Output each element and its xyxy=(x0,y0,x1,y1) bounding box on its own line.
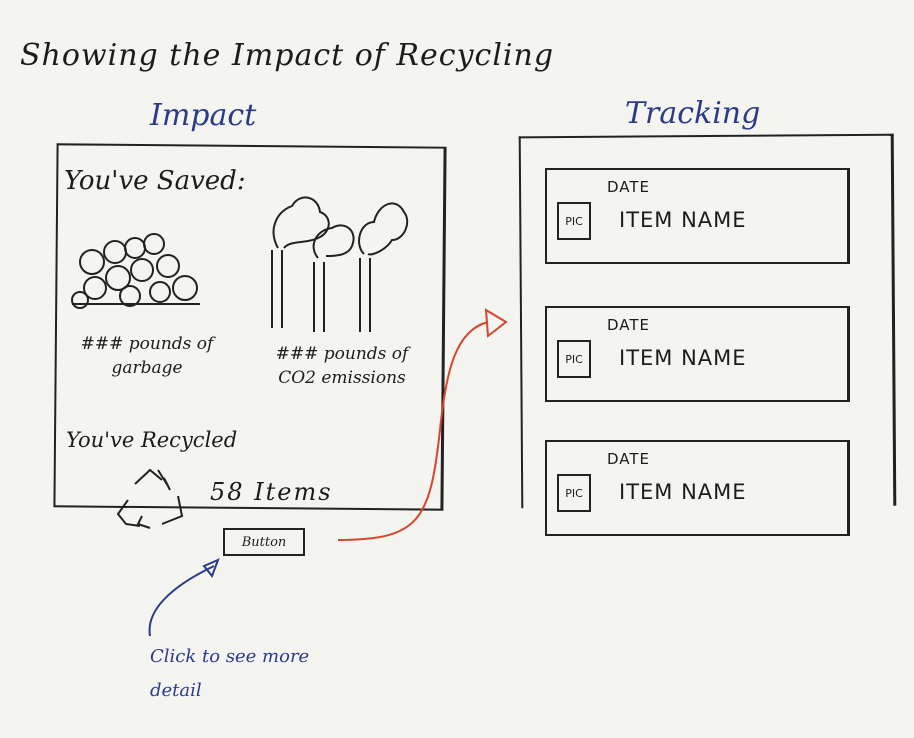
garbage-pile-icon xyxy=(72,234,200,308)
item-picture: PIC xyxy=(557,202,591,240)
tracking-item[interactable]: PIC DATE ITEM NAME xyxy=(545,440,850,536)
item-date: DATE xyxy=(607,178,650,196)
co2-saved-stat: ### pounds of CO2 emissions xyxy=(262,342,422,390)
item-date: DATE xyxy=(607,316,650,334)
recycle-icon xyxy=(118,470,182,528)
annotation-note: Click to see more detail xyxy=(150,640,350,708)
item-name: ITEM NAME xyxy=(619,346,747,370)
tracking-item[interactable]: PIC DATE ITEM NAME xyxy=(545,168,850,264)
recycled-items-count: 58 Items xyxy=(210,478,333,506)
item-picture: PIC xyxy=(557,340,591,378)
detail-button[interactable]: Button xyxy=(223,528,305,556)
smokestack-icon xyxy=(272,197,407,332)
recycled-label: You've Recycled xyxy=(66,428,237,452)
garbage-saved-stat: ### pounds of garbage xyxy=(72,332,222,380)
tracking-item[interactable]: PIC DATE ITEM NAME xyxy=(545,306,850,402)
item-name: ITEM NAME xyxy=(619,208,747,232)
item-date: DATE xyxy=(607,450,650,468)
annotation-arrow xyxy=(150,560,218,636)
item-name: ITEM NAME xyxy=(619,480,747,504)
item-picture: PIC xyxy=(557,474,591,512)
